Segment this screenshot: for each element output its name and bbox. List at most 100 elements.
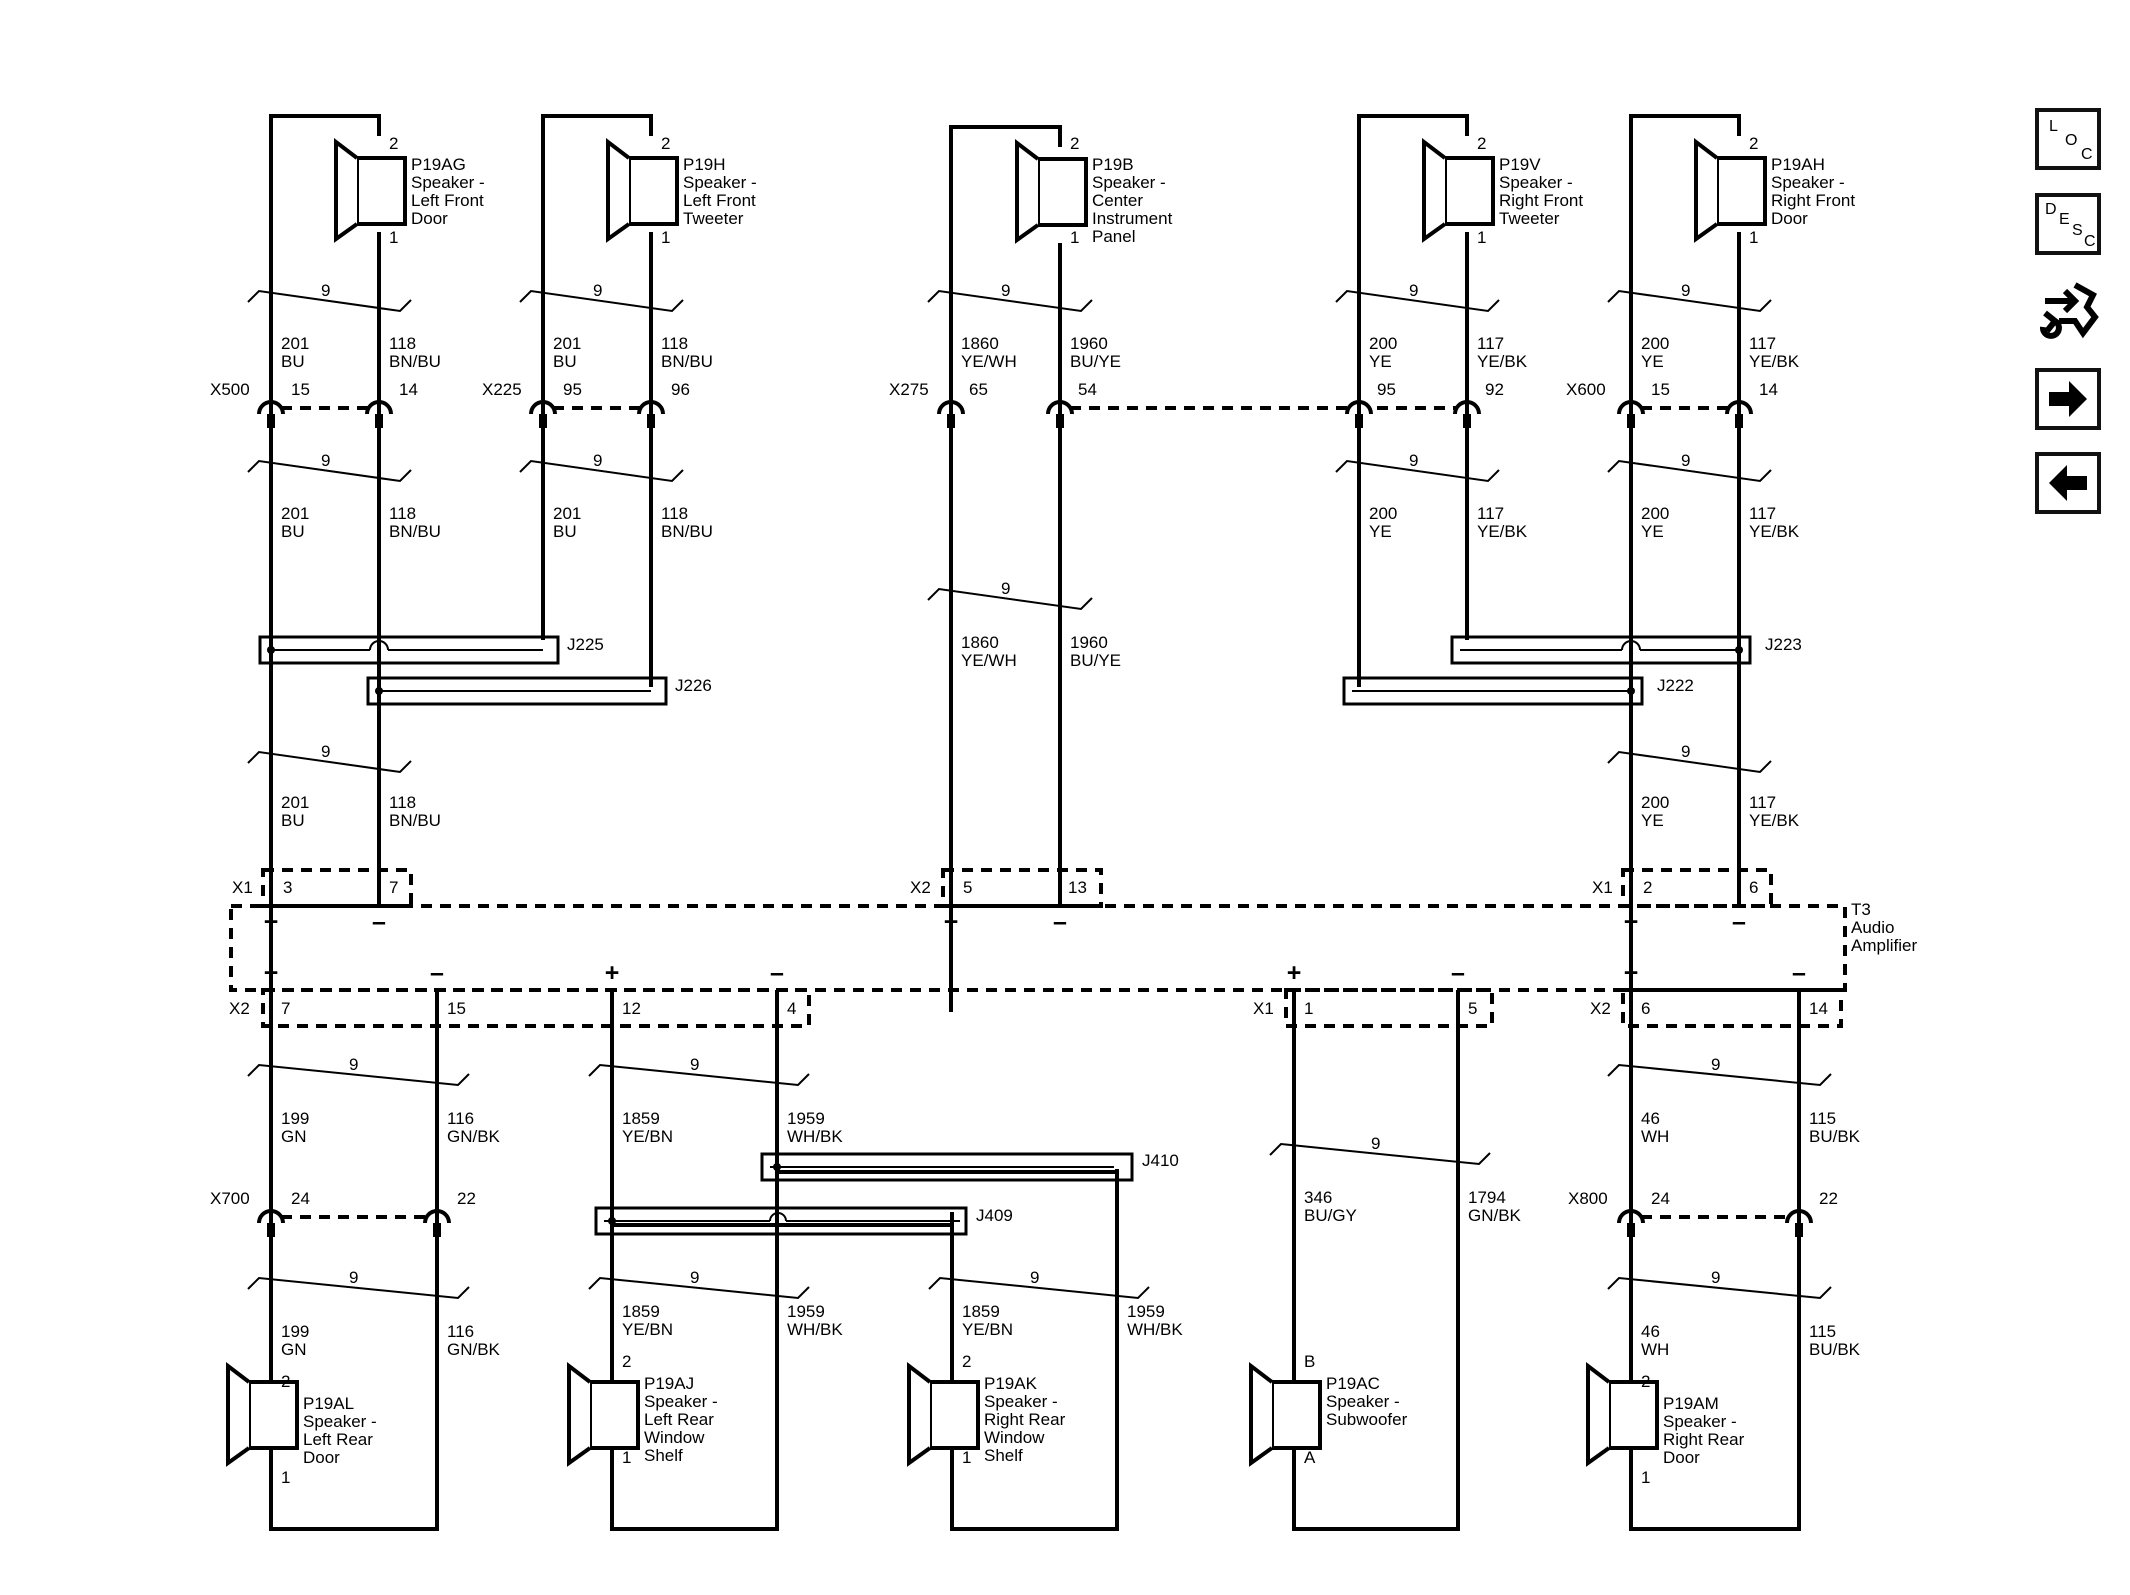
- svg-text:201: 201: [281, 793, 309, 812]
- svg-text:9: 9: [593, 451, 602, 470]
- svg-text:1: 1: [962, 1448, 971, 1467]
- svg-text:X2: X2: [910, 878, 931, 897]
- svg-text:Subwoofer: Subwoofer: [1326, 1410, 1408, 1429]
- component-id: P19AL: [303, 1394, 354, 1413]
- svg-text:Right Rear: Right Rear: [1663, 1430, 1745, 1449]
- wire-p19al-loop: [269, 990, 439, 1531]
- svg-text:118: 118: [661, 334, 688, 353]
- svg-text:1: 1: [1304, 999, 1313, 1018]
- svg-text:Speaker -: Speaker -: [644, 1392, 718, 1411]
- svg-text:Window: Window: [644, 1428, 705, 1447]
- svg-text:65: 65: [969, 380, 988, 399]
- svg-text:96: 96: [671, 380, 690, 399]
- svg-text:BU/BK: BU/BK: [1809, 1127, 1861, 1146]
- svg-text:12: 12: [622, 999, 641, 1018]
- desc-button[interactable]: D E S C: [2035, 193, 2101, 255]
- svg-text:22: 22: [457, 1189, 476, 1208]
- svg-text:9: 9: [349, 1268, 358, 1287]
- svg-text:–: –: [1792, 959, 1806, 987]
- splice-j225: [258, 635, 560, 665]
- svg-text:BN/BU: BN/BU: [661, 522, 713, 541]
- speaker-symbol-p19ag: [334, 137, 407, 243]
- wire-p19aj-loop: [610, 990, 779, 1531]
- svg-text:2: 2: [962, 1352, 971, 1371]
- component-id: P19H: [683, 155, 726, 174]
- svg-text:9: 9: [1371, 1134, 1380, 1153]
- svg-text:1794: 1794: [1468, 1188, 1506, 1207]
- svg-text:117: 117: [1749, 793, 1776, 812]
- svg-text:+: +: [605, 959, 620, 987]
- svg-text:BU/YE: BU/YE: [1070, 651, 1121, 670]
- labels: 2 1 P19AG Speaker - Left Front Door 2 1 …: [210, 134, 1917, 1487]
- amp-connector-bottom-center: [1284, 988, 1494, 1028]
- svg-text:1860: 1860: [961, 633, 999, 652]
- svg-text:Right Front: Right Front: [1499, 191, 1583, 210]
- svg-text:Speaker -: Speaker -: [411, 173, 485, 192]
- svg-text:117: 117: [1749, 504, 1776, 523]
- svg-text:15: 15: [291, 380, 310, 399]
- svg-text:Left Rear: Left Rear: [644, 1410, 714, 1429]
- svg-text:YE: YE: [1641, 352, 1664, 371]
- svg-text:BU: BU: [553, 522, 577, 541]
- svg-text:54: 54: [1078, 380, 1097, 399]
- connector-cavities: [257, 400, 1813, 1237]
- svg-text:9: 9: [321, 451, 330, 470]
- loc-button[interactable]: L O C: [2035, 108, 2101, 170]
- connector-tool-icon[interactable]: [2035, 277, 2101, 347]
- svg-text:1960: 1960: [1070, 334, 1108, 353]
- svg-text:116: 116: [447, 1322, 474, 1341]
- svg-text:201: 201: [553, 334, 581, 353]
- component-id: P19AK: [984, 1374, 1038, 1393]
- next-page-button[interactable]: [2035, 368, 2101, 430]
- pin-label: 1: [661, 228, 670, 247]
- svg-text:YE/WH: YE/WH: [961, 651, 1017, 670]
- svg-text:200: 200: [1369, 504, 1397, 523]
- wire-p19ah-loop: [1629, 114, 1741, 1012]
- svg-text:9: 9: [1409, 451, 1418, 470]
- svg-text:1959: 1959: [787, 1109, 825, 1128]
- component-id: P19AH: [1771, 155, 1825, 174]
- svg-text:2: 2: [1643, 878, 1652, 897]
- svg-text:201: 201: [281, 504, 309, 523]
- svg-text:YE/BK: YE/BK: [1749, 811, 1800, 830]
- svg-text:WH: WH: [1641, 1127, 1669, 1146]
- splice-j410: [760, 1152, 1134, 1182]
- svg-text:–: –: [1451, 959, 1465, 987]
- splice-j409: [594, 1206, 968, 1236]
- previous-page-button[interactable]: [2035, 452, 2101, 514]
- svg-text:7: 7: [389, 878, 398, 897]
- component-id: P19AC: [1326, 1374, 1380, 1393]
- svg-text:9: 9: [1681, 281, 1690, 300]
- svg-text:24: 24: [291, 1189, 310, 1208]
- speaker-symbol-p19h: [606, 137, 679, 243]
- svg-text:118: 118: [389, 793, 416, 812]
- svg-text:Left Front: Left Front: [411, 191, 484, 210]
- svg-text:9: 9: [1001, 579, 1010, 598]
- svg-text:9: 9: [349, 1055, 358, 1074]
- svg-text:Door: Door: [303, 1448, 340, 1467]
- svg-text:WH: WH: [1641, 1340, 1669, 1359]
- svg-text:9: 9: [1409, 281, 1418, 300]
- svg-text:Tweeter: Tweeter: [1499, 209, 1560, 228]
- connector-x225: X225: [482, 380, 522, 399]
- speaker-symbol-p19ah: [1694, 137, 1767, 243]
- wire-p19h-pos: [541, 114, 653, 640]
- svg-text:200: 200: [1369, 334, 1397, 353]
- splice-label: J410: [1142, 1151, 1179, 1170]
- arrow-right-icon: [2049, 381, 2087, 417]
- svg-text:95: 95: [563, 380, 582, 399]
- svg-text:Tweeter: Tweeter: [683, 209, 744, 228]
- svg-text:Shelf: Shelf: [984, 1446, 1023, 1465]
- svg-text:46: 46: [1641, 1109, 1660, 1128]
- svg-text:9: 9: [321, 281, 330, 300]
- wire-p19b-loop: [949, 125, 1062, 1012]
- svg-text:1: 1: [281, 1468, 290, 1487]
- svg-text:1959: 1959: [787, 1302, 825, 1321]
- twisted-pair-markers: [247, 289, 1832, 1300]
- svg-text:BN/BU: BN/BU: [389, 522, 441, 541]
- svg-text:GN: GN: [281, 1127, 307, 1146]
- amp-connector-top-left: [261, 868, 413, 908]
- svg-text:9: 9: [1001, 281, 1010, 300]
- svg-text:–: –: [1053, 908, 1067, 936]
- svg-text:199: 199: [281, 1109, 309, 1128]
